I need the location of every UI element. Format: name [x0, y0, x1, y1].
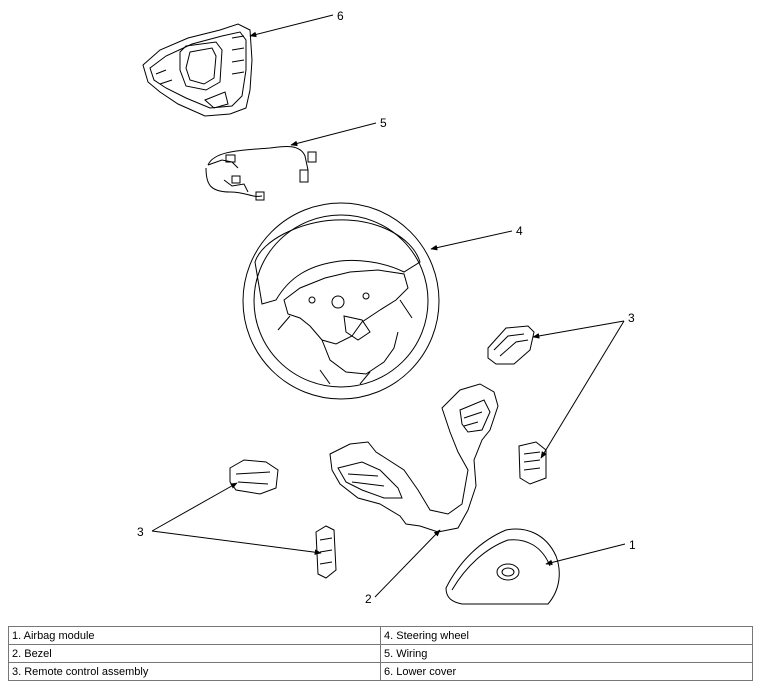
callout-1: 1 [629, 538, 636, 552]
legend-row: 1. Airbag module 4. Steering wheel [8, 626, 753, 645]
legend-row: 3. Remote control assembly 6. Lower cove… [8, 662, 753, 681]
legend-cell: 3. Remote control assembly [8, 662, 381, 681]
steering-wheel-drawing [242, 202, 440, 400]
parts-legend-table: 1. Airbag module 4. Steering wheel 2. Be… [8, 626, 753, 681]
legend-cell: 1. Airbag module [8, 626, 381, 645]
remote-control-right-lower-drawing [518, 441, 547, 485]
legend-cell: 4. Steering wheel [380, 626, 753, 645]
legend-cell: 5. Wiring [380, 644, 753, 663]
callout-5: 5 [380, 116, 387, 130]
callout-2: 2 [365, 592, 372, 606]
callout-4: 4 [516, 224, 523, 238]
leader-lines [151, 14, 626, 598]
callout-3-left: 3 [137, 525, 144, 539]
callout-3-right: 3 [628, 311, 635, 325]
callout-6: 6 [337, 9, 344, 23]
exploded-parts-diagram: 6 5 4 3 3 2 1 [137, 9, 636, 606]
remote-control-left-upper-drawing [229, 459, 279, 495]
legend-cell: 6. Lower cover [380, 662, 753, 681]
remote-control-left-lower-drawing [315, 525, 337, 579]
legend-cell: 2. Bezel [8, 644, 381, 663]
remote-control-right-upper-drawing [487, 325, 535, 365]
airbag-module-drawing [445, 528, 560, 605]
wiring-drawing [205, 145, 317, 201]
legend-row: 2. Bezel 5. Wiring [8, 644, 753, 663]
bezel-drawing [329, 383, 499, 533]
lower-cover-drawing [142, 23, 253, 117]
